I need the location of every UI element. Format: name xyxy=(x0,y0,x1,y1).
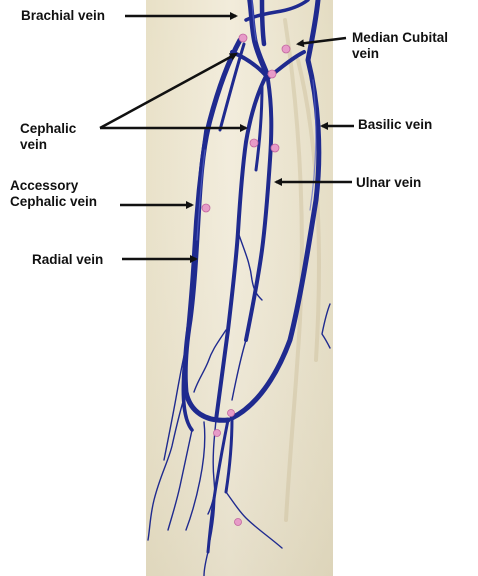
pin-marker xyxy=(213,429,221,437)
pin-marker xyxy=(201,203,211,213)
label-median-cubital-vein: Median Cubital vein xyxy=(352,30,449,61)
label-basilic-vein: Basilic vein xyxy=(358,117,433,132)
vein-model xyxy=(147,0,331,576)
brachial-vein-shape xyxy=(247,0,269,75)
vein-highlights xyxy=(196,0,317,241)
ulnar-vein-shape xyxy=(244,78,274,342)
leader-arrows xyxy=(99,12,354,263)
pin-marker xyxy=(267,69,277,79)
arrow-median-cubital-vein xyxy=(296,36,347,48)
label-brachial-vein: Brachial vein xyxy=(21,8,106,23)
arrow-cephalic-vein-upper xyxy=(99,52,238,130)
label-accessory-cephalic-vein: Accessory Cephalic vein xyxy=(10,178,98,209)
label-cephalic-vein: Cephalic vein xyxy=(20,121,77,152)
pin-marker xyxy=(227,409,235,417)
pin-marker xyxy=(249,138,259,148)
label-radial-vein: Radial vein xyxy=(32,252,104,267)
label-ulnar-vein: Ulnar vein xyxy=(356,175,422,190)
pin-marker xyxy=(234,518,242,526)
pin-marker xyxy=(281,44,291,54)
pin-marker xyxy=(270,143,280,153)
basilic-vein-shape xyxy=(229,0,322,421)
pin-markers xyxy=(201,33,291,526)
pin-marker xyxy=(238,33,248,43)
